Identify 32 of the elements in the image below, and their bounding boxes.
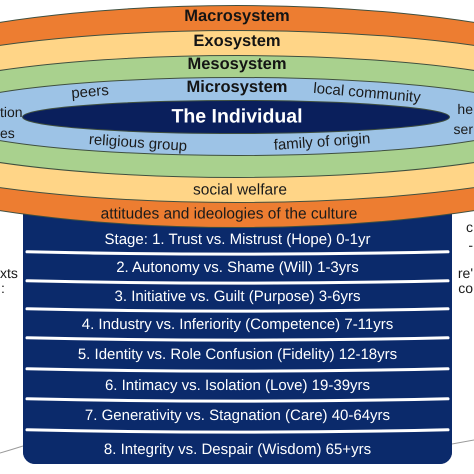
stage-label: 6. Intimacy vs. Isolation (Love) 19-39yrs [104, 378, 370, 392]
stage-label: 5. Identity vs. Role Confusion (Fidelity) 12-18yrs [78, 347, 398, 362]
layer-example-label: religious group [88, 132, 188, 154]
layer-example-label: family of origin [273, 131, 371, 153]
text-fragment: xts [0, 266, 18, 280]
stage-label: 2. Autonomy vs. Shame (Will) 1-3yrs [116, 260, 359, 275]
ellipse-layer [0, 30, 474, 203]
text-fragment: ser [454, 122, 473, 136]
stage-label: 8. Integrity vs. Despair (Wisdom) 65+yrs [104, 442, 372, 456]
ellipse-layer [0, 77, 474, 156]
text-fragment: es [0, 126, 15, 140]
layer-heading: Microsystem [186, 78, 288, 95]
text-fragment: he [457, 102, 473, 116]
text-fragment: tion [0, 105, 23, 119]
layer-example-label: peers [70, 82, 110, 101]
stage-label: 4. Industry vs. Inferiority (Competence) 7-11yrs [82, 317, 394, 332]
text-fragment: - [468, 238, 473, 252]
stage-label: Stage: 1. Trust vs. Mistrust (Hope) 0-1yr [104, 232, 370, 247]
ellipse-layer [0, 55, 474, 178]
text-fragment: c [466, 220, 473, 234]
layer-heading: Macrosystem [184, 8, 290, 24]
text-fragment: : [1, 281, 5, 295]
layer-example-label: social welfare [193, 182, 287, 198]
stage-label: 7. Generativity vs. Stagnation (Care) 40-64yrs [84, 408, 390, 423]
text-fragment: re' [458, 266, 473, 280]
stage-label: 3. Initiative vs. Guilt (Purpose) 3-6yrs [114, 288, 360, 304]
layer-example-label: attitudes and ideologies of the culture [100, 206, 358, 222]
layer-heading: Exosystem [193, 32, 281, 50]
layer-heading: Mesosystem [187, 56, 287, 72]
center-label: The Individual [171, 107, 303, 127]
layer-example-label: local community [312, 80, 422, 105]
text-fragment: co [458, 281, 473, 295]
